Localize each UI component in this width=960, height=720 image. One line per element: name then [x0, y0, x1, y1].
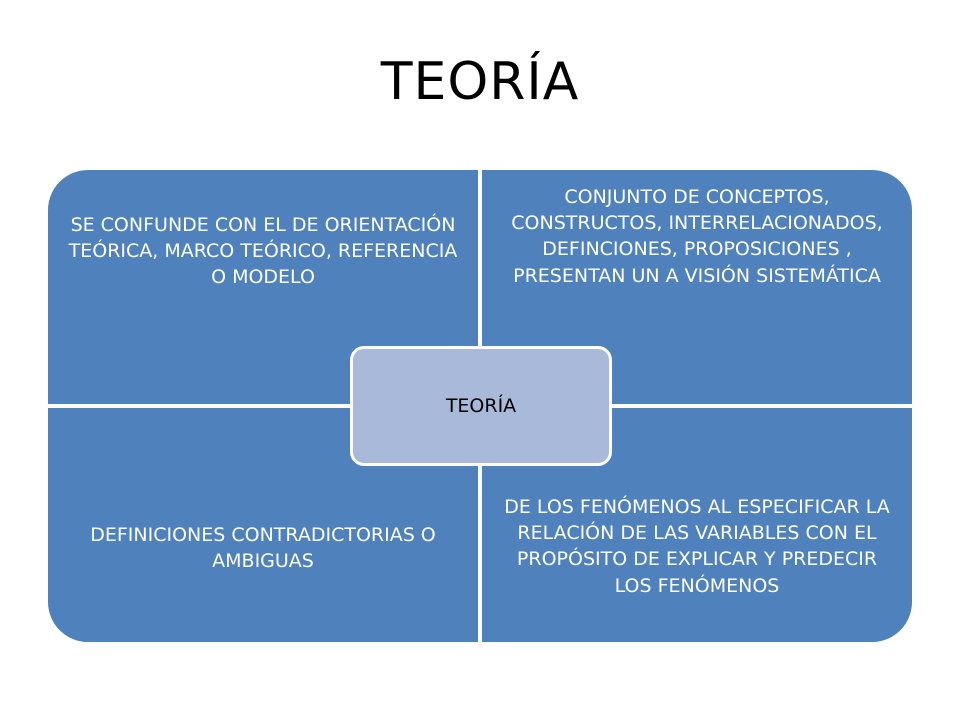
center-label-box: TEORÍA	[350, 346, 612, 466]
quadrant-bottom-left: DEFINICIONES CONTRADICTORIAS O AMBIGUAS	[48, 408, 478, 642]
center-label: TEORÍA	[445, 395, 517, 417]
quadrant-bottom-right-text: DE LOS FENÓMENOS AL ESPECIFICAR LA RELAC…	[504, 496, 890, 597]
slide-title: TEORÍA	[380, 52, 580, 112]
quadrant-top-left: SE CONFUNDE CON EL DE ORIENTACIÓN TEÓRIC…	[48, 170, 478, 404]
quadrant-bottom-left-text: DEFINICIONES CONTRADICTORIAS O AMBIGUAS	[90, 524, 436, 573]
matrix-diagram: SE CONFUNDE CON EL DE ORIENTACIÓN TEÓRIC…	[48, 170, 912, 642]
quadrant-top-left-text: SE CONFUNDE CON EL DE ORIENTACIÓN TEÓRIC…	[68, 214, 458, 289]
quadrant-top-right-text: CONJUNTO DE CONCEPTOS, CONSTRUCTOS, INTE…	[511, 186, 883, 287]
